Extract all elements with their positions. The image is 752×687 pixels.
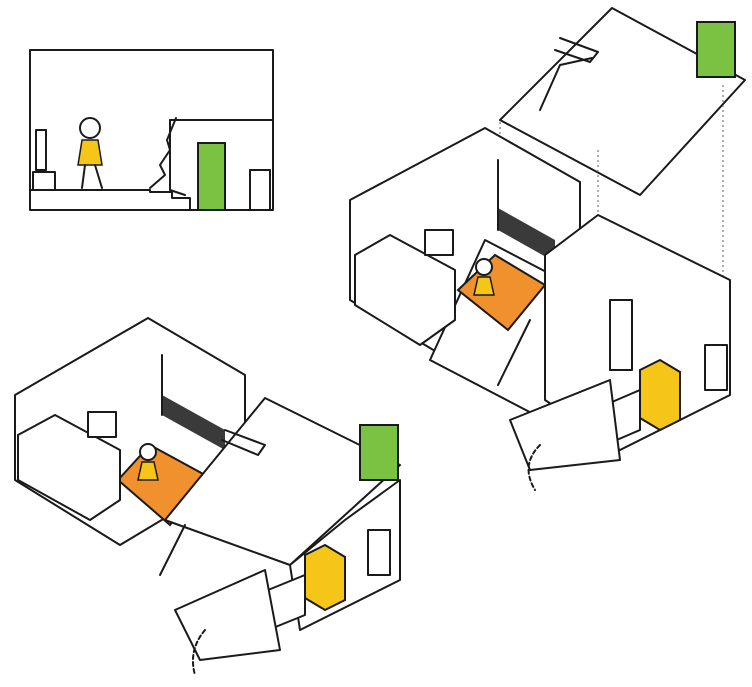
window-dark (498, 208, 555, 262)
ladder (497, 319, 531, 386)
inset-tv-stand (32, 171, 56, 191)
figure-left (137, 443, 159, 481)
assembled-view (14, 317, 401, 676)
tv-monitor (424, 229, 454, 256)
sofa-block (354, 234, 456, 346)
inset-tv (35, 129, 47, 171)
loft-ladder-top (539, 57, 593, 111)
loft-slab-2 (164, 397, 401, 566)
loft-slab (499, 7, 746, 196)
inset-floor (29, 189, 191, 211)
loft-bookshelf-2 (359, 424, 399, 481)
washer (704, 344, 728, 391)
fridge-2 (304, 543, 346, 612)
bath-door (609, 299, 633, 371)
inset-stairs (149, 117, 177, 189)
exploded-view (349, 7, 746, 491)
loft-railing (554, 37, 599, 63)
tv-monitor-2 (87, 411, 117, 438)
inset-frame (29, 49, 274, 211)
loft-railing-2 (221, 429, 266, 456)
entry-floor-2 (174, 569, 281, 661)
inset-green-door (197, 142, 226, 211)
inset-stair-wall (169, 119, 186, 196)
fridge (639, 358, 681, 432)
figure-right (473, 258, 495, 296)
inset-figure (77, 117, 103, 189)
inset-cabinet (249, 169, 271, 211)
window-dark-2 (162, 395, 225, 450)
side-view-inset (29, 49, 274, 211)
ladder-2 (159, 524, 186, 576)
washer-2 (367, 529, 391, 576)
loft-bookshelf (696, 21, 736, 78)
entry-door-swing (527, 444, 541, 491)
entry-door-swing-2 (192, 629, 206, 676)
sofa-block-2 (17, 414, 121, 521)
